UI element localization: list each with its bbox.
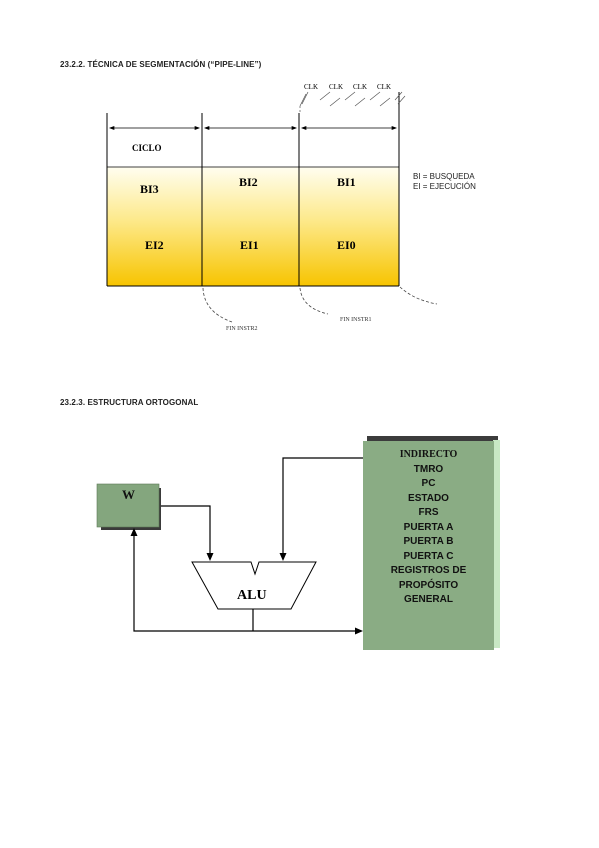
datapath-wires xyxy=(133,457,363,632)
register-indirecto: INDIRECTO xyxy=(399,449,458,460)
register-puerta-c: PUERTA C xyxy=(403,550,454,562)
register-puerta-b: PUERTA B xyxy=(403,536,454,547)
fin-instr2-label: FIN INSTR2 xyxy=(226,326,258,332)
w-register-label: W xyxy=(122,487,135,502)
register-puerta-a: PUERTA A xyxy=(403,521,454,533)
register-frs: FRS xyxy=(418,507,439,518)
section-heading-orthogonal: 23.2.3. ESTRUCTURA ORTOGONAL xyxy=(60,398,199,407)
section-heading-pipeline: 23.2.2. TÉCNICA DE SEGMENTACIÓN (“PIPE-L… xyxy=(60,60,262,69)
register-file-box xyxy=(363,441,494,650)
register-list: INDIRECTO TMRO PC ESTADO FRS PUERTA A PU… xyxy=(363,448,494,608)
stage-bi1: BI1 xyxy=(337,175,356,189)
register-proposito: PROPÓSITO xyxy=(398,579,459,591)
legend-ei: EI = EJECUCIÓN xyxy=(413,182,476,191)
legend-leader xyxy=(399,286,438,305)
pipeline-stage-area xyxy=(107,167,399,286)
datapath-arrowheads xyxy=(130,528,363,635)
register-file-side xyxy=(493,440,500,648)
register-estado: ESTADO xyxy=(408,492,449,504)
stage-ei2: EI2 xyxy=(145,238,164,252)
register-general: GENERAL xyxy=(404,594,453,605)
stage-bi3: BI3 xyxy=(140,182,159,196)
clk-label-1: CLK xyxy=(304,83,318,91)
clk-label-3: CLK xyxy=(353,83,367,91)
clk-label-2: CLK xyxy=(329,83,343,91)
register-pc: PC xyxy=(421,478,436,489)
alu-shape xyxy=(191,561,317,610)
register-registros-de: REGISTROS DE xyxy=(390,565,467,576)
legend-bi: BI = BUSQUEDA xyxy=(413,172,475,181)
ciclo-label: CICLO xyxy=(132,143,162,153)
alu-label: ALU xyxy=(237,588,267,603)
cycle-arrows xyxy=(109,125,397,131)
clk-ticks xyxy=(299,91,406,113)
fin-instr2-leader xyxy=(202,287,233,323)
fin-instr1-leader xyxy=(299,287,329,315)
stage-ei0: EI0 xyxy=(337,238,356,252)
register-tmro: TMRO xyxy=(413,463,444,475)
w-register-box xyxy=(96,483,160,528)
stage-bi2: BI2 xyxy=(239,175,258,189)
clk-label-4: CLK xyxy=(377,83,391,91)
fin-instr1-label: FIN INSTR1 xyxy=(340,317,372,323)
stage-ei1: EI1 xyxy=(240,238,259,252)
